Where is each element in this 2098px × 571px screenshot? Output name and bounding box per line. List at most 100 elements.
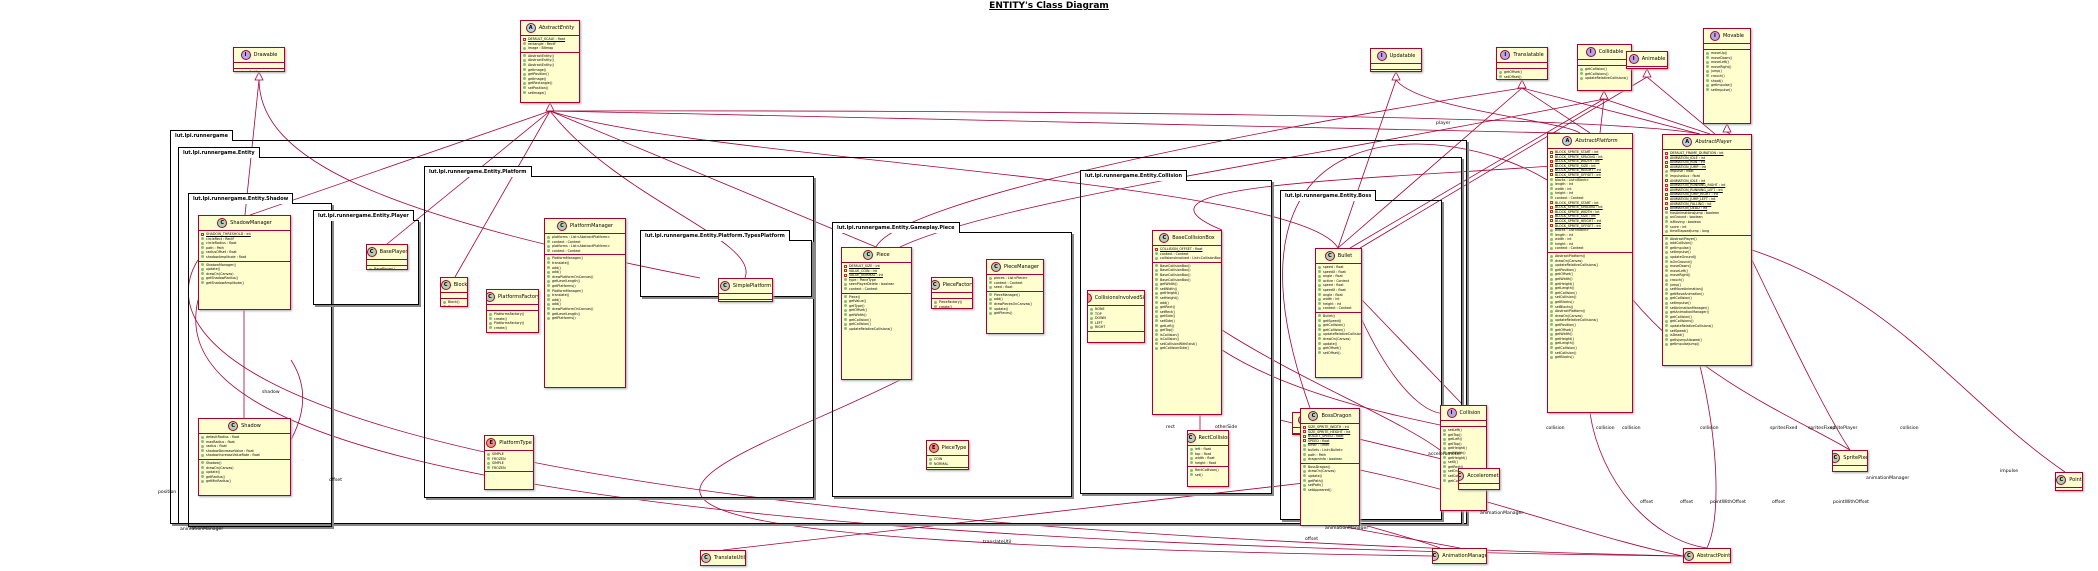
class-member: getCollision(): [1318, 323, 1359, 328]
class-member: drawOn(Canvas): [1550, 259, 1630, 264]
class-member: Block(): [443, 305, 465, 306]
class-member: NONE: [1090, 307, 1142, 312]
class-simpleplatform[interactable]: CSimplePlatformSimplePlatform(): [718, 278, 773, 302]
visibility-icon: [989, 285, 992, 289]
class-updatable[interactable]: IUpdatableupdate(): [1370, 48, 1422, 72]
visibility-icon: [934, 300, 937, 304]
class-member: Block(): [443, 300, 465, 305]
member-text: moveLeft(): [1711, 60, 1729, 65]
member-text: height : float: [1195, 460, 1217, 465]
member-text: BaseCollisionBox(): [1160, 263, 1191, 268]
visibility-icon: [1303, 434, 1306, 438]
member-text: getImpulse(): [1711, 83, 1733, 88]
visibility-icon: [844, 313, 847, 317]
class-member: setHeight(): [1155, 296, 1219, 301]
class-member: RectCollision(): [1190, 468, 1226, 473]
stereotype-a-icon: A: [525, 23, 536, 33]
visibility-icon: [1665, 273, 1668, 277]
class-member: crouch(): [1665, 278, 1749, 283]
visibility-icon: [1665, 329, 1668, 333]
relationship-line: [1395, 79, 1581, 134]
class-collisionsinvolvedside[interactable]: ECollisionsInvolvedSideNONETOPDOWNLEFTRI…: [1087, 290, 1145, 343]
class-accelerometer[interactable]: CAccelerometer: [1458, 468, 1500, 490]
class-name: Accelerometer: [1467, 473, 1499, 479]
relationship-line: [1646, 76, 1716, 135]
visibility-icon: [1550, 182, 1553, 186]
member-text: isDead(): [1670, 333, 1684, 338]
inheritance-arrow: [1391, 71, 1401, 81]
edge-label: otherSide: [1215, 425, 1238, 430]
edge-label: offset: [1305, 537, 1318, 542]
member-text: seenPlayerDelete : boolean: [849, 282, 895, 287]
member-text: getLeft(): [1448, 437, 1463, 442]
visibility-icon: [844, 282, 847, 286]
inheritance-arrow: [1642, 68, 1652, 78]
member-text: getImage(): [528, 76, 547, 81]
member-text: getCollision(): [1555, 345, 1577, 350]
visibility-icon: [1706, 65, 1709, 69]
member-text: getTop(): [1448, 432, 1462, 437]
visibility-icon: [1665, 260, 1668, 264]
visibility-icon: [989, 307, 992, 311]
class-member: setSpeed(): [1665, 329, 1749, 334]
visibility-icon: [487, 452, 490, 456]
member-text: getImpulse(): [1670, 245, 1692, 250]
visibility-icon: [1303, 483, 1306, 487]
relationship-line: [699, 379, 1433, 557]
class-member: AbstractEntity(): [523, 58, 577, 63]
class-member: getLevelLength(): [547, 279, 623, 284]
visibility-icon: [844, 308, 847, 312]
stereotype-e-icon: E: [486, 438, 497, 448]
class-member: BaseCollisionBox(): [1155, 278, 1219, 283]
visibility-icon: [201, 272, 204, 276]
relationship-line: [1726, 131, 1731, 135]
inheritance-arrow: [1599, 90, 1609, 100]
member-text: BLOCK_SPRITE_SIZE : int: [1555, 163, 1596, 168]
package-p4: lut.lpi.runnergame.Entity.Player: [313, 210, 419, 305]
member-text: radiusOffset : float: [206, 250, 237, 255]
class-member: type : PieceType: [844, 278, 909, 283]
visibility-icon: [1665, 225, 1668, 228]
attributes-section: [1371, 64, 1421, 70]
package-name: lut.lpi.runnergame.Entity.Gameplay.Piece: [832, 222, 960, 233]
class-member: getOffset(): [1318, 346, 1359, 351]
visibility-icon: [201, 461, 204, 465]
class-member: drawOn(Canvas): [201, 272, 288, 277]
class-name: PieceManager: [1003, 264, 1040, 270]
visibility-icon: [1550, 328, 1553, 332]
package-name: lut.lpi.runnergame: [170, 130, 234, 141]
class-member: getMinRadius(): [201, 479, 288, 484]
